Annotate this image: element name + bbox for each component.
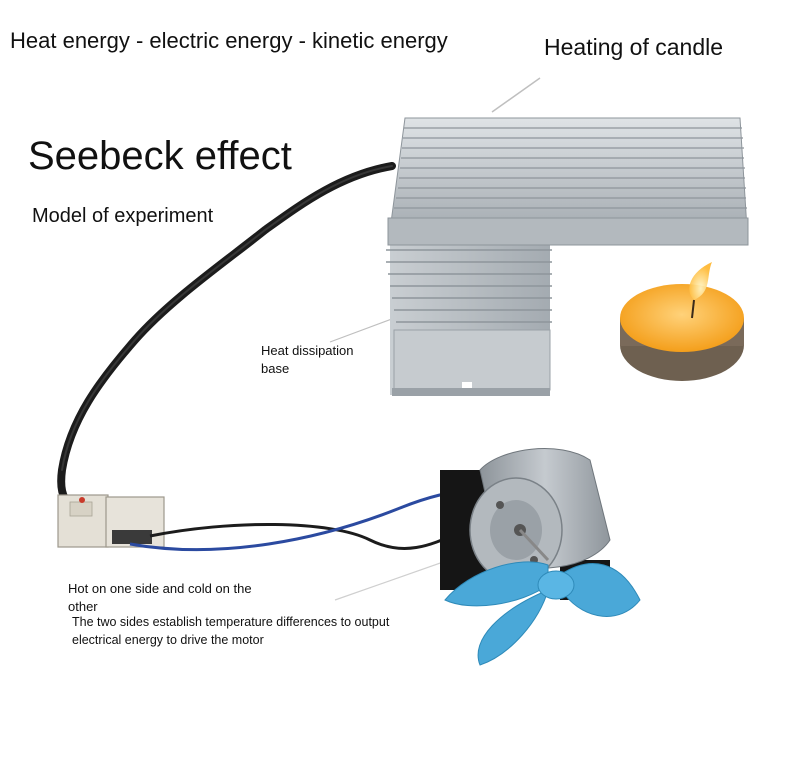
explanation-label: The two sides establish temperature diff… [72,615,390,647]
hot-cold-label: Hot on one side and cold on the other [68,581,252,614]
candle-pointer-line [491,77,541,113]
fan-propeller [444,561,641,666]
heat-dissipation-label: Heat dissipation base [261,343,354,376]
heat-dissipation-base [386,245,552,396]
candle [620,262,744,381]
candle-heating-label: Heating of candle [544,34,724,60]
page-title: Seebeck effect [28,134,292,178]
subtitle-label: Model of experiment [32,205,214,227]
wire-connector [57,494,165,548]
black-wire-to-motor [149,523,471,550]
upper-heat-sink [387,117,749,246]
energy-chain-label: Heat energy - electric energy - kinetic … [10,28,448,53]
dc-motor [469,448,611,583]
blue-wire-to-motor [129,488,471,552]
